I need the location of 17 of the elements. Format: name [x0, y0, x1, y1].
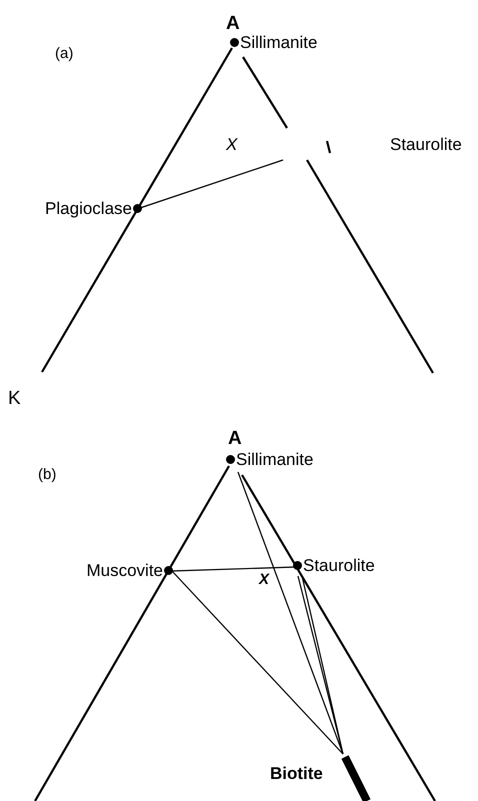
tie-line: [172, 570, 344, 754]
vertex-label: A: [228, 429, 242, 448]
point-label: X: [259, 572, 270, 587]
mineral-name: Sillimanite: [240, 33, 318, 53]
mineral-name: Biotite: [270, 765, 323, 782]
mineral-name: Sillimanite: [236, 450, 314, 470]
point-label: X: [226, 136, 238, 153]
vertex-label: K: [8, 389, 21, 408]
panel-label: (b): [38, 467, 56, 482]
vertex-label: A: [226, 14, 240, 33]
tie-line: [237, 472, 344, 754]
mineral-name: Staurolite: [390, 135, 462, 155]
panel-label: (a): [55, 46, 74, 61]
mineral-name: Muscovite: [86, 561, 163, 581]
mineral-name: Plagioclase: [45, 199, 132, 219]
tie-line: [140, 159, 284, 209]
mineral-name: Staurolite: [303, 556, 375, 576]
